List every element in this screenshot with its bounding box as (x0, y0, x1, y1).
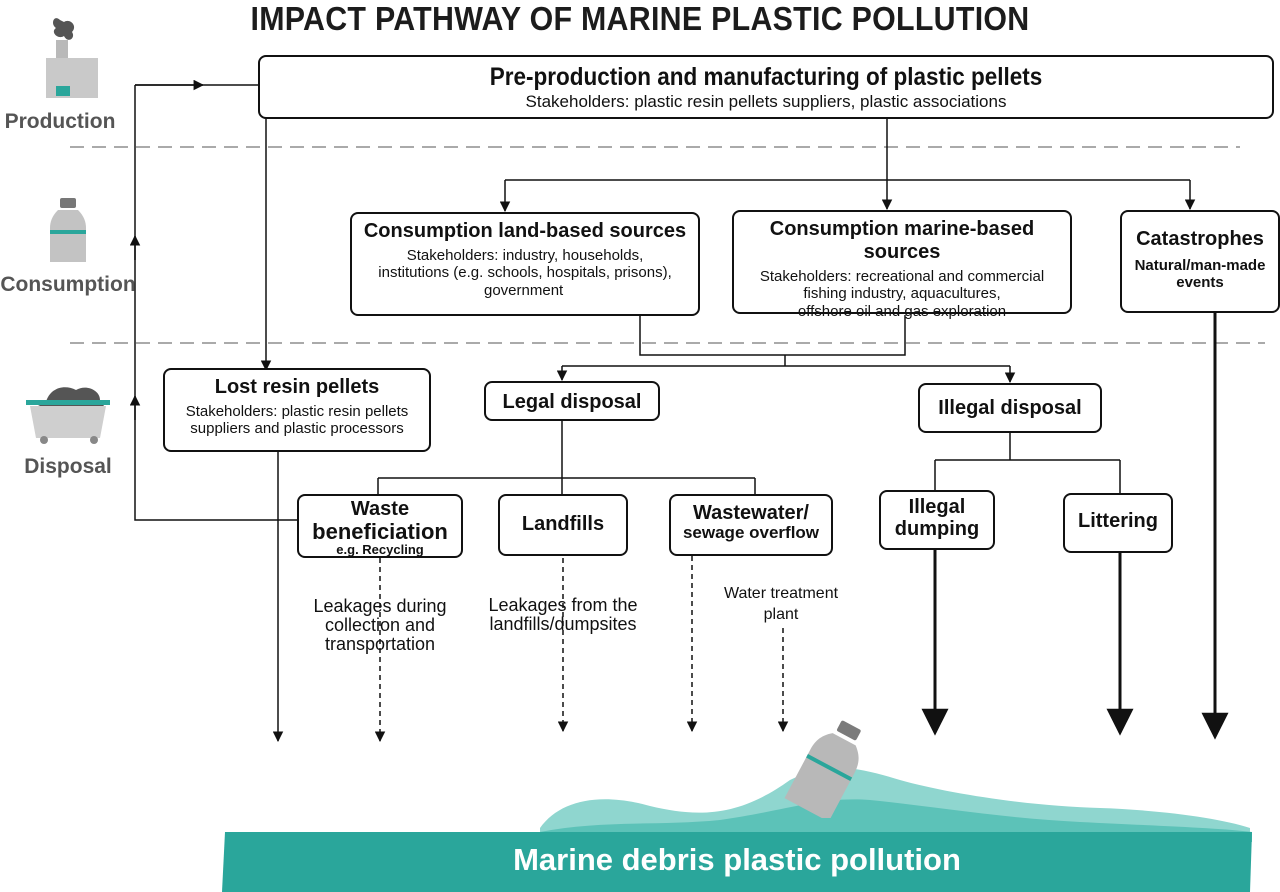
legal-disposal-heading: Legal disposal (502, 391, 642, 413)
waste-beneficiation-sub: e.g. Recycling (336, 542, 424, 558)
landfills-heading: Landfills (521, 513, 605, 535)
catastrophes-heading: Catastrophes (1136, 228, 1264, 250)
illegal-dumping-line2: dumping (894, 518, 980, 540)
sea-wave-mid (540, 799, 1252, 842)
land-based-line1: Stakeholders: industry, households, (406, 247, 644, 264)
landfills-box: Landfills (498, 494, 628, 556)
catastrophes-line2: events (1176, 274, 1224, 292)
legal-disposal-box: Legal disposal (484, 381, 660, 421)
factory-icon (46, 18, 98, 98)
marine-based-heading: Consumption marine-based sources (769, 218, 1035, 263)
marine-based-line2: fishing industry, aquacultures, (803, 285, 1001, 303)
leakage-landfill-line2: landfills/dumpsites (489, 613, 637, 634)
land-based-box: Consumption land-based sources Stakehold… (350, 212, 700, 316)
lost-pellets-heading: Lost resin pellets (214, 376, 380, 398)
lost-pellets-line1: Stakeholders: plastic resin pellets (185, 403, 409, 420)
waste-beneficiation-line2: beneficiation (312, 519, 448, 544)
stage-label-consumption: Consumption (0, 273, 136, 296)
wastewater-line2: sewage overflow (682, 523, 820, 542)
illegal-dumping-box: Illegal dumping (879, 490, 995, 550)
leakage-collection-line1: Leakages during (313, 596, 447, 616)
leakage-landfill-line1: Leakages from the (488, 595, 638, 615)
recycling-loop-line (134, 85, 298, 521)
leakage-label-collection: Leakages during collection and transport… (300, 597, 460, 654)
leakage-label-treatment: Water treatment plant (706, 584, 856, 626)
sea-label: Marine debris plastic pollution (513, 842, 961, 877)
marine-based-box: Consumption marine-based sources Stakeho… (732, 210, 1072, 320)
catastrophes-box: Catastrophes Natural/man-made events (1120, 210, 1280, 313)
land-based-heading: Consumption land-based sources (363, 220, 687, 242)
illegal-disposal-box: Illegal disposal (918, 383, 1102, 433)
waste-beneficiation-line1: Waste (350, 498, 410, 520)
stage-label-production: Production (4, 110, 116, 133)
marine-based-line1: Stakeholders: recreational and commercia… (759, 268, 1045, 285)
stage-label-disposal: Disposal (24, 455, 112, 478)
preproduction-box: Pre-production and manufacturing of plas… (258, 55, 1274, 119)
land-based-line3: government (484, 281, 564, 299)
catastrophes-line1: Natural/man-made (1134, 257, 1266, 274)
lost-pellets-line2: suppliers and plastic processors (190, 420, 404, 438)
littering-box: Littering (1063, 493, 1173, 553)
consumption-merge (639, 315, 906, 356)
preproduction-heading: Pre-production and manufacturing of plas… (489, 63, 1043, 91)
leakage-collection-line2: collection and (324, 614, 436, 635)
illegal-disposal-heading: Illegal disposal (938, 397, 1082, 419)
leakage-collection-line3: transportation (324, 633, 436, 654)
marine-based-line3: offshore oil and gas exploration (797, 302, 1007, 320)
preproduction-stakeholders: Stakeholders: plastic resin pellets supp… (525, 91, 1007, 111)
wastewater-box: Wastewater/ sewage overflow (669, 494, 833, 556)
lost-pellets-box: Lost resin pellets Stakeholders: plastic… (163, 368, 431, 452)
leakage-label-landfill: Leakages from the landfills/dumpsites (472, 596, 654, 634)
bottle-icon (50, 198, 86, 262)
floating-bottle-icon (784, 720, 861, 818)
waste-beneficiation-box: Waste beneficiation e.g. Recycling (297, 494, 463, 558)
sea-body (222, 832, 1252, 892)
diagram-title: IMPACT PATHWAY OF MARINE PLASTIC POLLUTI… (250, 0, 1030, 37)
land-based-line2: institutions (e.g. schools, hospitals, p… (378, 264, 672, 282)
wastewater-line1: Wastewater/ (693, 502, 809, 524)
dumpster-icon (26, 387, 110, 444)
illegal-dumping-line1: Illegal (908, 496, 966, 518)
leakage-treatment-line1: Water treatment (723, 585, 839, 602)
littering-heading: Littering (1078, 510, 1158, 532)
leakage-treatment-line2: plant (763, 605, 799, 623)
